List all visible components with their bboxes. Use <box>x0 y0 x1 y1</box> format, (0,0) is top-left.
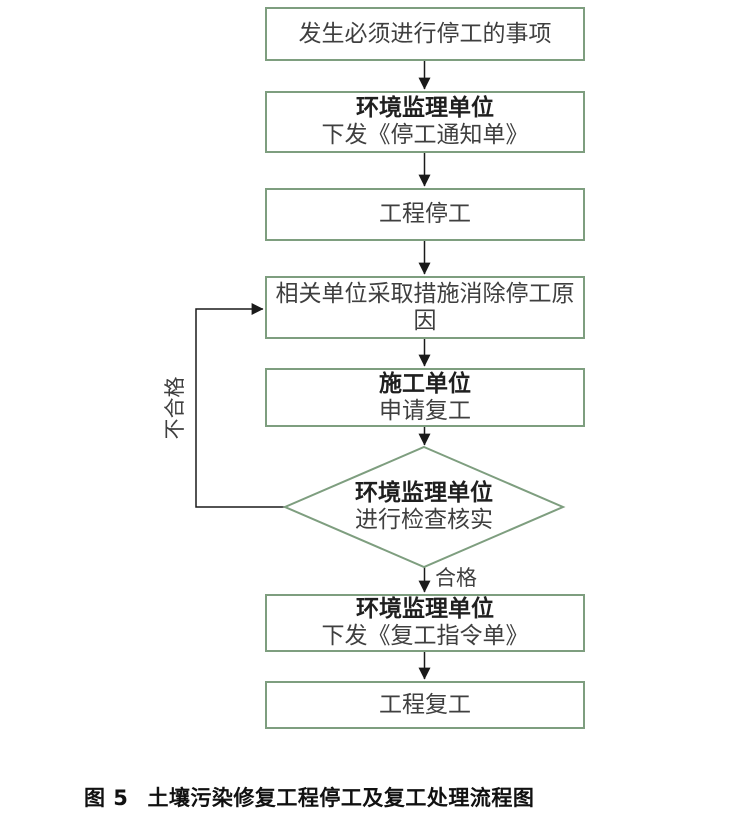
node-apply-resume-subtitle: 申请复工 <box>379 397 471 424</box>
node-eliminate-cause: 相关单位采取措施消除停工原 因 <box>265 276 585 339</box>
node-stop-notice-title: 环境监理单位 <box>356 95 494 121</box>
node-decision-check: 环境监理单位 进行检查核实 <box>304 479 544 535</box>
node-apply-resume: 施工单位 申请复工 <box>265 368 585 427</box>
node-decision-check-title: 环境监理单位 <box>355 480 493 506</box>
node-stop-notice-subtitle: 下发《停工通知单》 <box>321 122 529 148</box>
node-resume-order-title: 环境监理单位 <box>356 596 494 622</box>
node-project-stop: 工程停工 <box>265 188 585 241</box>
node-eliminate-cause-line1: 相关单位采取措施消除停工原 <box>275 280 575 307</box>
node-apply-resume-title: 施工单位 <box>379 370 471 397</box>
node-project-resume-text: 工程复工 <box>379 691 471 718</box>
figure-caption-title: 土壤污染修复工程停工及复工处理流程图 <box>147 786 535 810</box>
figure-caption-number: 图 5 <box>84 786 129 810</box>
node-start: 发生必须进行停工的事项 <box>265 7 585 61</box>
edge-label-pass: 合格 <box>435 566 477 590</box>
figure-caption: 图 5 土壤污染修复工程停工及复工处理流程图 <box>84 782 534 812</box>
node-decision-check-subtitle: 进行检查核实 <box>355 507 493 533</box>
node-start-text: 发生必须进行停工的事项 <box>298 20 552 47</box>
node-eliminate-cause-line2: 因 <box>413 307 437 334</box>
edge-label-fail: 不合格 <box>163 376 187 440</box>
node-project-stop-text: 工程停工 <box>379 201 471 227</box>
node-project-resume: 工程复工 <box>265 681 585 729</box>
node-stop-notice: 环境监理单位 下发《停工通知单》 <box>265 91 585 153</box>
decision-diamond-shape <box>282 445 566 569</box>
node-resume-order: 环境监理单位 下发《复工指令单》 <box>265 594 585 652</box>
arrow-fail-feedback <box>195 303 285 508</box>
node-resume-order-subtitle: 下发《复工指令单》 <box>321 623 529 649</box>
